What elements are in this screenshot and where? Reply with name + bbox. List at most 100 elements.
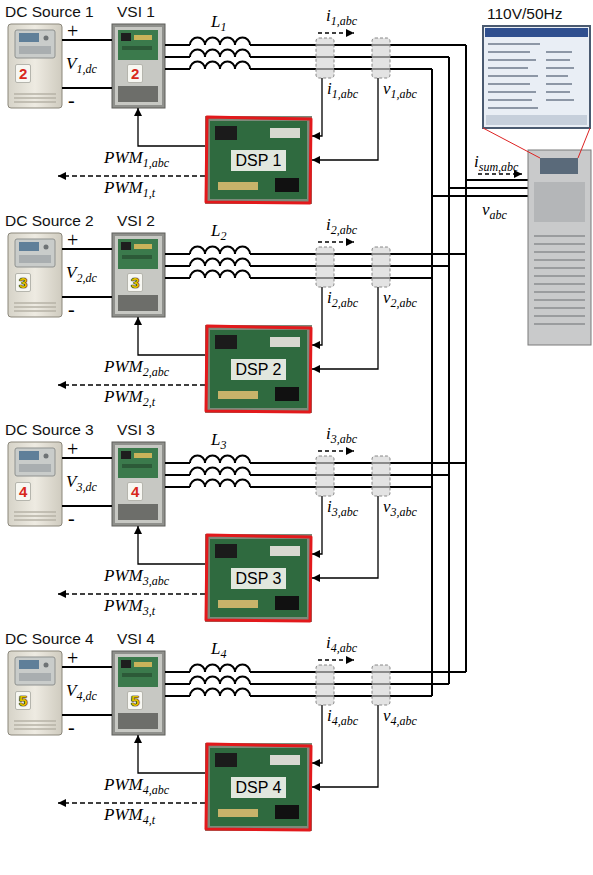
inductor-label: L3 — [211, 431, 226, 451]
sticker-number: 4 — [15, 482, 31, 501]
sticker-number: 5 — [15, 691, 31, 710]
dsp-board: DSP 4 — [205, 743, 312, 831]
dc-link — [62, 458, 112, 506]
label-main: PWM — [104, 148, 143, 167]
pwm-trigger-label: PWM4,t — [104, 806, 155, 826]
label-main: i — [327, 288, 332, 307]
label-main: PWM — [104, 775, 143, 794]
board-label: DSP 3 — [231, 568, 287, 589]
node-heading: DC Source 3 — [5, 421, 94, 439]
converter-row — [8, 442, 466, 622]
dc-voltage-label: V1,dc — [66, 55, 97, 75]
pwm-trigger-label: PWM2,t — [104, 388, 155, 408]
current-label: i1,abc — [326, 7, 357, 27]
dsp-board: DSP 3 — [205, 534, 312, 622]
dsp-board: DSP 1 — [205, 116, 312, 204]
zoom-lines — [483, 128, 590, 158]
sticker-number: 4 — [127, 482, 143, 501]
label-main: i — [326, 215, 331, 234]
polarity-sign: - — [68, 90, 75, 110]
label-subscript: 4,abc — [143, 783, 169, 797]
dc-link — [62, 667, 112, 715]
label-subscript: 1,abc — [331, 14, 357, 28]
sticker-number: 3 — [15, 273, 31, 292]
current-label: i3,abc — [326, 425, 357, 445]
screen-readings — [488, 44, 574, 108]
label-subscript: 1,abc — [391, 87, 417, 101]
label-main: L — [211, 221, 220, 240]
pwm-signal — [138, 735, 205, 773]
label-subscript: 3 — [220, 438, 226, 452]
current-label: i1,abc — [327, 80, 358, 100]
converter-row — [8, 651, 466, 831]
voltage-label: v3,abc — [383, 498, 417, 518]
pwm-trigger-label: PWM3,t — [104, 597, 155, 617]
label-main: PWM — [104, 357, 143, 376]
current-label: i4,abc — [326, 634, 357, 654]
current-label: i2,abc — [327, 289, 358, 309]
load-display — [540, 158, 578, 174]
voltage-label: vabc — [482, 201, 507, 221]
sum-current-label: isum,abc — [474, 153, 518, 173]
pwm-signal — [138, 108, 205, 146]
voltage-label: v2,abc — [383, 289, 417, 309]
sticker-number: 3 — [127, 273, 143, 292]
label-main: V — [66, 263, 76, 282]
label-main: i — [326, 6, 331, 25]
board-label: DSP 2 — [231, 359, 287, 380]
dc-voltage-label: V3,dc — [66, 473, 97, 493]
label-subscript: 4,abc — [331, 641, 357, 655]
label-main: PWM — [104, 596, 143, 615]
sticker-number: 2 — [15, 64, 31, 83]
label-main: V — [66, 472, 76, 491]
node-heading: VSI 1 — [117, 3, 155, 21]
sticker-number: 5 — [127, 691, 143, 710]
label-main: i — [327, 79, 332, 98]
label-main: v — [383, 497, 391, 516]
pwm-label: PWM2,abc — [104, 358, 169, 378]
label-main: i — [327, 706, 332, 725]
label-subscript: 2,abc — [143, 365, 169, 379]
label-main: v — [383, 288, 391, 307]
label-subscript: 3,t — [143, 604, 155, 618]
node-heading: VSI 3 — [117, 421, 155, 439]
dc-voltage-label: V2,dc — [66, 264, 97, 284]
dc-link — [62, 40, 112, 88]
label-main: i — [326, 424, 331, 443]
load-wires — [432, 180, 528, 196]
label-subscript: 2,abc — [332, 296, 358, 310]
label-main: v — [383, 79, 391, 98]
label-main: v — [383, 706, 391, 725]
label-subscript: 4,t — [143, 813, 155, 827]
node-heading: VSI 2 — [117, 212, 155, 230]
label-subscript: 3,dc — [76, 480, 96, 494]
label-subscript: abc — [490, 208, 507, 222]
current-label: i2,abc — [326, 216, 357, 236]
label-subscript: 2,abc — [331, 223, 357, 237]
node-heading: 110V/50Hz — [487, 5, 563, 23]
pwm-label: PWM3,abc — [104, 567, 169, 587]
ac-load-photo — [528, 150, 591, 345]
pwm-label: PWM4,abc — [104, 776, 169, 796]
node-heading: DC Source 1 — [5, 3, 94, 21]
vent-slots — [534, 236, 585, 324]
label-main: i — [326, 633, 331, 652]
label-subscript: 4,abc — [332, 714, 358, 728]
dc-link — [62, 249, 112, 297]
label-subscript: 1,t — [143, 186, 155, 200]
polarity-sign: - — [68, 508, 75, 528]
current-label: i4,abc — [327, 707, 358, 727]
label-main: PWM — [104, 178, 143, 197]
polarity-sign: + — [67, 21, 78, 41]
load-screen: 110V/50Hz — [483, 26, 590, 128]
label-subscript: 4 — [220, 647, 226, 661]
label-subscript: 2,t — [143, 395, 155, 409]
label-main: i — [474, 152, 479, 171]
label-main: PWM — [104, 387, 143, 406]
load-screen — [483, 26, 590, 128]
voltage-label: v1,abc — [383, 80, 417, 100]
label-subscript: 2,dc — [76, 271, 96, 285]
label-subscript: 2,abc — [391, 296, 417, 310]
label-subscript: 3,abc — [391, 505, 417, 519]
